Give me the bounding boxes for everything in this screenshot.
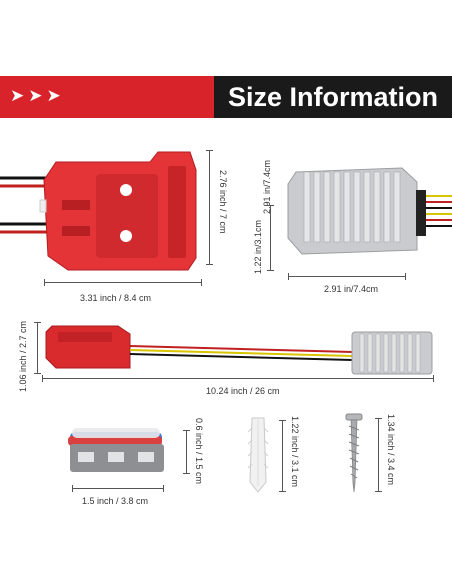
connector-width-label: 1.5 inch / 3.8 cm bbox=[82, 496, 149, 506]
page-title: Size Information bbox=[227, 82, 438, 112]
screw-length-label: 1.34 inch / 3.4 cm bbox=[386, 414, 396, 486]
screw-length-line bbox=[375, 418, 382, 492]
battery-adapter-icon bbox=[0, 151, 197, 271]
header-banner: ➤➤➤ Size Information bbox=[0, 76, 452, 118]
converter-width-label: 2.91 in/7.4cm bbox=[324, 284, 379, 294]
adapter-height-line bbox=[206, 150, 213, 265]
converter-height-label: 1.22 in/3.1cm bbox=[253, 219, 263, 274]
connector-height-line bbox=[183, 430, 190, 474]
converter-height-line bbox=[267, 205, 274, 271]
connector-width-line bbox=[72, 485, 164, 492]
small-adapter-height-line bbox=[34, 322, 41, 374]
cable-length-line bbox=[42, 375, 434, 382]
banner-accent bbox=[0, 76, 200, 118]
converter-width-line bbox=[288, 273, 406, 280]
anchor-length-label: 1.22 inch / 3.1 cm bbox=[290, 416, 300, 488]
adapter-width-line bbox=[44, 279, 202, 286]
wall-anchor-icon bbox=[247, 417, 269, 493]
banner-dark-panel bbox=[214, 76, 452, 118]
small-adapter-height-label: 1.06 inch / 2.7 cm bbox=[18, 320, 28, 392]
dc-converter-icon bbox=[287, 167, 452, 255]
anchor-length-line bbox=[279, 420, 286, 492]
adapter-height-label: 2.76 inch / 7 cm bbox=[218, 170, 228, 234]
wire-connector-icon bbox=[68, 428, 164, 472]
cable-assembly-icon bbox=[45, 325, 433, 375]
arrow-icons: ➤➤➤ bbox=[10, 86, 65, 105]
connector-height-label: 0.6 inch / 1.5 cm bbox=[194, 418, 204, 485]
adapter-width-label: 3.31 inch / 8.4 cm bbox=[80, 293, 152, 303]
cable-length-label: 10.24 inch / 26 cm bbox=[206, 386, 280, 396]
screw-icon bbox=[345, 413, 363, 493]
